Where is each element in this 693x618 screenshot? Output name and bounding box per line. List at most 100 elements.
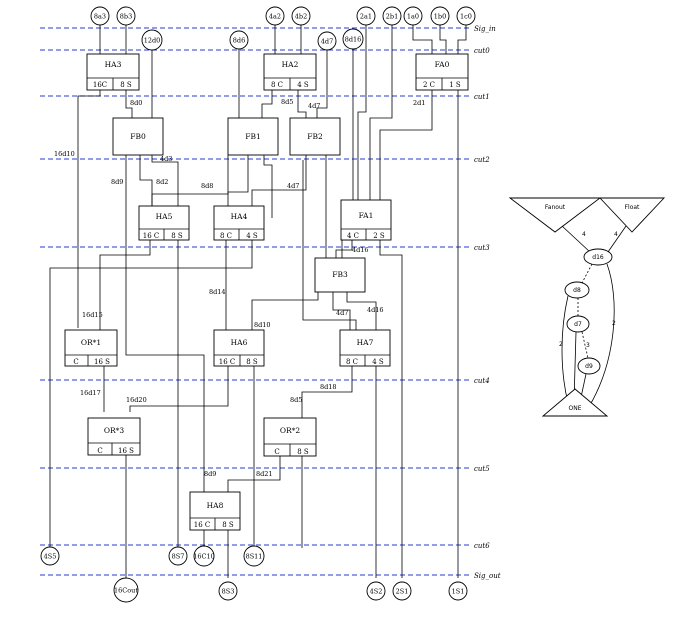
fanout-node [508, 197, 602, 233]
fanout-label: Fanout [545, 204, 566, 211]
block-ha6: HA6 16 C 8 S [213, 329, 265, 367]
block-ha2: HA2 8 C 4 S [263, 53, 317, 91]
block-title: OR*3 [104, 426, 125, 435]
block-ha3: HA3 16C 8 S [86, 53, 140, 91]
input-label: 8d6 [233, 37, 245, 45]
port-label: 4 S [372, 358, 384, 366]
block-fb2: FB2 [289, 117, 341, 156]
port-label: 4 S [297, 81, 309, 89]
wire-label: 4d7 [287, 182, 299, 190]
block-ha8: HA8 16 C 8 S [189, 491, 241, 531]
block-title: OR*1 [81, 338, 101, 347]
wire-label: 8d2 [156, 178, 168, 186]
one-label: ONE [568, 405, 581, 412]
wire-label: 4d7 [336, 309, 348, 317]
output-nodes: 4S5 8S7 16C10 8S11 16Cout 8S3 4S2 2S1 1S… [40, 545, 468, 603]
port-label: 8 S [222, 521, 234, 529]
input-label: 2b1 [386, 13, 398, 21]
block-fa1: FA1 4 C 2 S [340, 199, 392, 241]
port-label: 16 C [143, 232, 160, 240]
cut-label-cut1: cut1 [474, 93, 490, 101]
input-label: 4d7 [321, 38, 333, 46]
block-fb0: FB0 [112, 117, 164, 156]
edge-label: 4 [582, 231, 586, 238]
cut-label-cut2: cut2 [474, 156, 490, 164]
block-title: HA7 [357, 338, 374, 347]
block-title: HA8 [207, 501, 224, 510]
cut-label-cut4: cut4 [474, 377, 490, 385]
wire-label: 8d8 [201, 182, 213, 190]
input-label: 1b0 [434, 13, 446, 21]
input-label: 1a0 [407, 13, 419, 21]
port-label: 8 S [246, 358, 258, 366]
wire-label: 8d5 [290, 396, 302, 404]
output-label: 8S3 [222, 588, 235, 596]
wire-label: 16d17 [80, 389, 101, 397]
wire-label: 8d10 [254, 321, 271, 329]
block-ha4: HA4 8 C 4 S [213, 205, 265, 241]
port-label: 8 S [120, 81, 132, 89]
port-label: 16C [93, 81, 107, 89]
block-title: FB1 [245, 132, 261, 141]
port-label: 8 C [220, 232, 232, 240]
wire-labels: 8d0 4d7 8d5 2d1 16d10 4d3 8d9 8d2 8d8 4d… [54, 98, 425, 478]
cut-label-sig-out: Sig_out [474, 572, 501, 580]
input-label: 4b2 [295, 13, 307, 21]
cut-label-cut6: cut6 [474, 542, 490, 550]
input-label: 8b3 [120, 13, 132, 21]
block-fb1: FB1 [227, 117, 279, 156]
wire-label: 2d1 [413, 99, 425, 107]
output-label: 8S11 [246, 553, 263, 561]
wire-label: 8d18 [320, 383, 337, 391]
block-fb3: FB3 [314, 257, 366, 293]
wire-label: 16d20 [126, 396, 147, 404]
cut-label-sig-in: Sig_in [474, 25, 496, 33]
port-label: 8 S [171, 232, 183, 240]
block-fa0: FA0 2 C 1 S [415, 53, 469, 91]
block-title: FB2 [307, 132, 323, 141]
block-title: HA3 [105, 60, 122, 69]
edge-label: 2 [559, 341, 563, 348]
port-label: 8 S [297, 448, 309, 456]
wires [49, 24, 467, 578]
float-node [598, 197, 666, 233]
block-or2: OR*2 C 8 S [263, 417, 317, 457]
block-title: HA5 [156, 212, 173, 221]
block-title: HA6 [231, 338, 248, 347]
output-label: 4S5 [44, 553, 57, 561]
wire-label: 4d16 [352, 246, 369, 254]
port-label: 16 C [194, 521, 211, 529]
port-label: C [73, 358, 78, 366]
block-or1: OR*1 C 16 S [64, 329, 118, 367]
cut-label-cut5: cut5 [474, 465, 490, 473]
d9-node [577, 357, 601, 375]
edge-label: 2 [612, 320, 616, 327]
port-label: C [97, 447, 102, 455]
block-ha7: HA7 8 C 4 S [339, 329, 391, 367]
port-label: 1 S [449, 81, 461, 89]
cut-label-cut3: cut3 [474, 244, 490, 252]
output-label: 1S1 [452, 588, 465, 596]
output-label: 2S1 [396, 588, 409, 596]
output-label: 16Cout [114, 587, 138, 595]
output-label: 8S7 [172, 553, 185, 561]
output-label: 16C10 [193, 553, 215, 561]
node-label: d16 [592, 254, 604, 261]
port-label: 4 S [246, 232, 258, 240]
port-label: 4 C [347, 232, 359, 240]
block-title: FB3 [332, 270, 348, 279]
node-label: d7 [574, 321, 582, 328]
block-title: HA2 [282, 60, 299, 69]
input-label: 8a3 [94, 13, 106, 21]
d8-node [564, 281, 590, 299]
dependency-graph: Fanout Float 4 4 d16 2 d8 2 d7 3 d9 ONE [508, 197, 666, 417]
wire-label: 4d7 [308, 102, 320, 110]
port-label: 2 C [423, 81, 435, 89]
block-or3: OR*3 C 16 S [87, 417, 141, 456]
block-title: FA0 [435, 60, 450, 69]
port-label: 16 C [219, 358, 236, 366]
one-node [541, 388, 609, 417]
wire-label: 16d10 [54, 150, 75, 158]
port-label: 8 C [271, 81, 283, 89]
